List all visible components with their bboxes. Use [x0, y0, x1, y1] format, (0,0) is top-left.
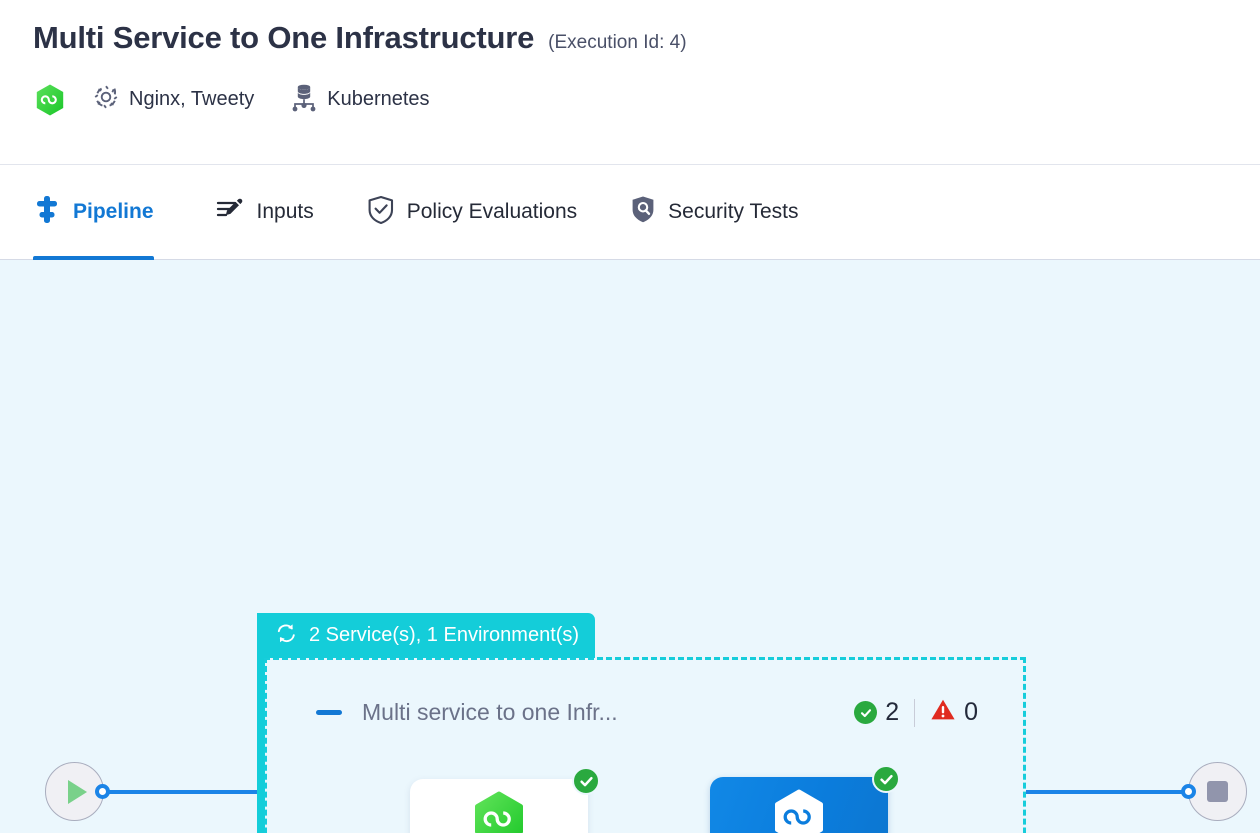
error-count-group: 0	[930, 698, 978, 727]
infrastructure-label: Kubernetes	[327, 88, 430, 110]
loop-refresh-icon	[275, 623, 298, 649]
pipeline-canvas[interactable]: 2 Service(s), 1 Environment(s) Multi ser…	[0, 260, 1260, 833]
tab-security-tests-label: Security Tests	[668, 200, 799, 223]
group-accent-bar	[257, 613, 265, 833]
pipeline-node-icon	[33, 195, 61, 230]
group-container	[264, 657, 1026, 833]
stage-title: Multi service to one Infr...	[362, 699, 618, 725]
group-header-tab[interactable]: 2 Service(s), 1 Environment(s)	[257, 613, 596, 658]
group-header-label: 2 Service(s), 1 Environment(s)	[309, 624, 580, 646]
connector-line-end	[1026, 790, 1183, 794]
check-circle-icon	[854, 701, 878, 724]
end-node-port[interactable]	[1181, 784, 1196, 799]
infrastructure-meta: Kubernetes	[290, 82, 430, 117]
edit-lines-icon	[215, 196, 245, 229]
end-node[interactable]	[1188, 762, 1247, 821]
stage-counts: 2 0	[854, 698, 978, 727]
gear-icon	[92, 83, 120, 116]
shield-check-icon	[367, 195, 395, 230]
hexagon-infinity-logo-white-icon	[771, 789, 827, 833]
meta-row: Nginx, Tweety	[33, 82, 1260, 117]
play-icon	[68, 779, 87, 804]
tab-inputs[interactable]: Inputs	[199, 164, 330, 260]
success-count: 2	[885, 698, 900, 726]
stop-icon	[1207, 781, 1228, 802]
services-meta: Nginx, Tweety	[92, 83, 254, 116]
tab-security-tests[interactable]: Security Tests	[614, 164, 814, 260]
start-node-port[interactable]	[95, 784, 110, 799]
hexagon-infinity-logo-icon	[33, 83, 67, 117]
database-network-icon	[290, 82, 318, 117]
tab-pipeline[interactable]: Pipeline	[33, 164, 178, 260]
counts-divider	[914, 698, 916, 727]
tab-policy-evaluations[interactable]: Policy Evaluations	[351, 164, 593, 260]
hexagon-infinity-logo-icon	[471, 791, 527, 833]
check-circle-icon	[572, 767, 600, 795]
collapse-minus-icon[interactable]	[316, 710, 342, 715]
shield-scan-icon	[630, 195, 656, 230]
services-label: Nginx, Tweety	[129, 88, 255, 110]
node-tweety[interactable]: </>	[710, 765, 900, 833]
success-count-group: 2	[854, 698, 899, 727]
tab-bar: Pipeline Inputs Policy Evaluations	[0, 164, 1260, 260]
stage-header: Multi service to one Infr... 2	[316, 698, 978, 727]
tab-inputs-label: Inputs	[256, 200, 314, 223]
warning-triangle-icon	[930, 698, 956, 727]
start-node[interactable]	[45, 762, 104, 821]
check-circle-icon	[872, 765, 900, 793]
error-count: 0	[964, 698, 978, 726]
page-title: Multi Service to One Infrastructure	[33, 20, 535, 55]
title-row: Multi Service to One Infrastructure (Exe…	[33, 18, 1260, 58]
tab-pipeline-label: Pipeline	[73, 200, 154, 223]
tab-policy-evaluations-label: Policy Evaluations	[406, 200, 578, 223]
connector-line-start	[108, 790, 263, 794]
page-header: Multi Service to One Infrastructure (Exe…	[0, 0, 1260, 164]
execution-id: (Execution Id: 4)	[548, 32, 687, 53]
node-nginx[interactable]: </>	[410, 767, 600, 833]
